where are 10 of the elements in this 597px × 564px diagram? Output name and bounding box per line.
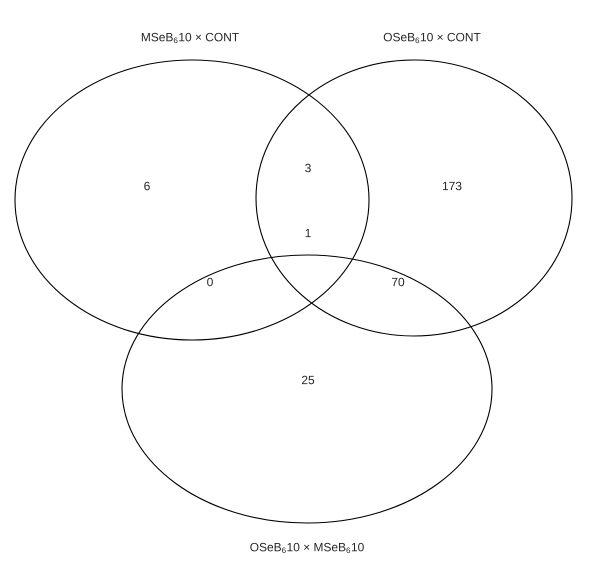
count-label: 1 (306, 228, 311, 238)
count-label: 6 (144, 182, 150, 190)
count-label: 173 (442, 182, 462, 190)
count-label: 3 (305, 164, 311, 172)
set-label: MSeB$_{6}$10 × CONT (142, 32, 239, 44)
set-label: OSeB$_{6}$10 × MSeB$_{6}$10 (250, 542, 364, 554)
count-label: 70 (392, 278, 404, 286)
count-label: 25 (302, 376, 314, 384)
set-label: OSeB$_{6}$10 × CONT (384, 32, 481, 44)
count-label: 0 (207, 278, 213, 286)
